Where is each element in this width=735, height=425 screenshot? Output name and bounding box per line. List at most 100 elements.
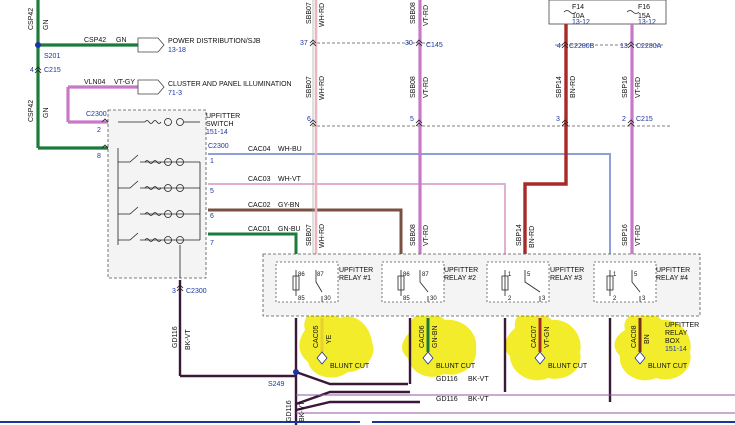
relay-4: [593, 261, 657, 303]
label-c145: C145: [426, 42, 443, 49]
label-pin-3-fuse: 3: [556, 116, 560, 123]
label-blunt-cut-1: BLUNT CUT: [330, 363, 370, 370]
label-c215-right: C215: [636, 116, 653, 123]
relay-3: [486, 261, 550, 303]
label-relay1-a: UPFITTER: [339, 267, 373, 274]
label-c215-left: C215: [44, 67, 61, 74]
label-vt-rd-low: VT-RD: [423, 225, 430, 246]
label-wh-rd-low: WH-RD: [319, 224, 326, 248]
label-relay1-b: RELAY #1: [339, 275, 371, 282]
label-relay4-a: UPFITTER: [656, 267, 690, 274]
label-sbp14-low: SBP14: [516, 224, 523, 246]
label-cac03: CAC03: [248, 176, 271, 183]
label-f16: F16: [638, 4, 650, 11]
splice-diamonds: [316, 351, 646, 365]
label-gn-low: GN: [43, 108, 50, 119]
label-vt-rd-top: VT-RD: [423, 5, 430, 26]
label-wh-bu: WH-BU: [278, 146, 302, 153]
highlight-1: [299, 310, 374, 378]
label-r3-3: 3: [542, 296, 546, 302]
label-f14-amp: 10A: [572, 13, 585, 20]
label-f14: F14: [572, 4, 584, 11]
label-blunt-cut-3: BLUNT CUT: [548, 363, 588, 370]
label-relay-box-b: RELAY: [665, 330, 688, 337]
label-pin-2-fuse: 2: [622, 116, 626, 123]
label-c2300-top: C2300: [86, 111, 107, 118]
label-pin-4-fuse: 4: [557, 43, 561, 50]
label-gd116-h2: GD116: [436, 396, 458, 403]
label-gd116-bottom: GD116: [286, 400, 293, 422]
upfitter-switch-box: [107, 109, 207, 279]
label-vln04: VLN04: [84, 79, 106, 86]
label-gd116-v: GD116: [172, 326, 179, 348]
label-sbb08-mid: SBB08: [410, 76, 417, 98]
label-sbp16-mid: SBP16: [622, 76, 629, 98]
label-r4-2: 2: [613, 296, 617, 302]
blunt-cut-highlights: [299, 310, 691, 381]
junction-dots: [35, 42, 299, 375]
wire-cac02: [208, 208, 403, 268]
label-vt-gn: VT-GN: [544, 327, 551, 348]
connector-dashed-lines: [312, 42, 670, 127]
label-wh-vt: WH-VT: [278, 176, 302, 183]
label-sbp14-mid: SBP14: [556, 76, 563, 98]
wire-gd116: [178, 280, 612, 425]
label-r3-5: 5: [527, 272, 531, 278]
label-gn-top: GN: [43, 20, 50, 31]
label-pin-1: 1: [210, 158, 214, 165]
highlight-3: [504, 311, 581, 381]
label-power-dist-ref: 13-18: [168, 47, 186, 54]
fuse-box: [548, 0, 667, 25]
label-pin-37: 37: [300, 40, 308, 47]
relay-1: [275, 261, 339, 303]
switch-rows: [117, 148, 201, 278]
label-pin-3: 3: [172, 288, 176, 295]
label-sbb08-low: SBB08: [410, 224, 417, 246]
label-gn-h: GN: [116, 37, 127, 44]
label-c2280b: C2280B: [569, 43, 595, 50]
label-c2300-mid: C2300: [208, 143, 229, 150]
wire-sbp14: [523, 24, 568, 268]
label-cac06: CAC06: [419, 325, 426, 348]
label-upfitter-switch-1: UPFITTER: [206, 113, 240, 120]
wire-cac04-cac03: [208, 153, 611, 268]
label-f16-ref: 13-12: [638, 19, 656, 26]
label-power-dist: POWER DISTRIBUTION/SJB: [168, 38, 261, 45]
label-r3-1: 1: [508, 272, 512, 278]
label-gy-bn: GY-BN: [278, 202, 300, 209]
label-relay-box-ref: 151-14: [665, 346, 687, 353]
label-wh-rd-top: WH-RD: [319, 3, 326, 27]
label-relay-box-a: UPFITTER: [665, 322, 699, 329]
label-relay3-b: RELAY #3: [550, 275, 582, 282]
upfitter-relay-box: [262, 253, 701, 317]
label-csp42-h: CSP42: [84, 37, 106, 44]
label-relay-box-c: BOX: [665, 338, 680, 345]
label-vt-rd-low2: VT-RD: [635, 225, 642, 246]
label-csp42-low: CSP42: [28, 100, 35, 122]
label-sbb07-top: SBB07: [306, 2, 313, 24]
label-r2-30: 30: [430, 296, 437, 302]
label-sbb07-mid: SBB07: [306, 76, 313, 98]
label-r1-87: 87: [317, 272, 324, 278]
label-blunt-cut-4: BLUNT CUT: [648, 363, 688, 370]
label-cac04: CAC04: [248, 146, 271, 153]
label-relay2-a: UPFITTER: [444, 267, 478, 274]
label-c2280a: C2280A: [636, 43, 662, 50]
label-r4-5: 5: [634, 272, 638, 278]
label-pin-5: 5: [210, 188, 214, 195]
label-vt-gy: VT-GY: [114, 79, 135, 86]
label-cluster: CLUSTER AND PANEL ILLUMINATION: [168, 81, 292, 88]
label-gd116-h1: GD116: [436, 376, 458, 383]
wire-gd116-trace: [296, 394, 735, 414]
label-pin-7: 7: [210, 240, 214, 247]
label-bn-rd-mid: BN-RD: [570, 76, 577, 98]
label-cac08: CAC08: [631, 325, 638, 348]
label-upfitter-switch-2: SWITCH: [206, 121, 234, 128]
label-r1-30: 30: [324, 296, 331, 302]
label-cac01: CAC01: [248, 226, 271, 233]
label-r2-85: 85: [403, 296, 410, 302]
label-bk-vt-bottom: BK-VT: [299, 401, 306, 422]
label-pin-4-left: 4: [30, 67, 34, 74]
label-r2-86: 86: [403, 272, 410, 278]
